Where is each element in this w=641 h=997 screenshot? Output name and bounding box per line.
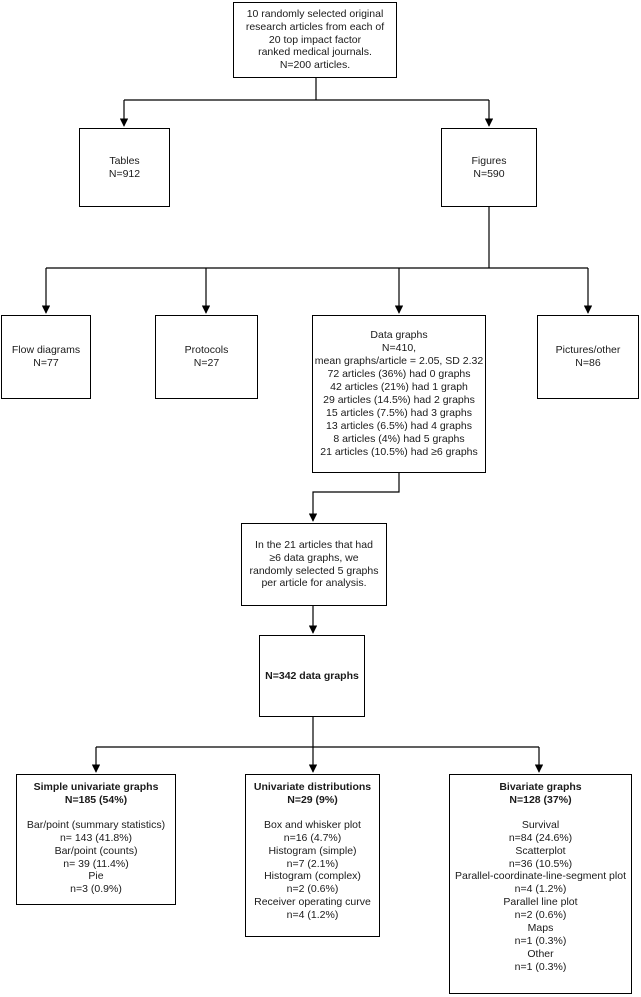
sampling-line-1: In the 21 articles that had <box>255 538 373 551</box>
simple-univariate-item-3: Bar/point (counts) <box>54 844 138 857</box>
univariate-distributions-item-7: Receiver operating curve <box>254 896 371 909</box>
data-graphs-line-7: 15 articles (7.5%) had 3 graphs <box>326 406 472 419</box>
bivariate-graphs-item-7: Parallel line plot <box>503 896 578 909</box>
sampling-line-2: ≥6 data graphs, we <box>269 551 359 564</box>
bivariate-graphs-item-5: Parallel-coordinate-line-segment plot <box>454 870 626 883</box>
flow-diagrams-box: Flow diagrams N=77 <box>1 315 91 399</box>
data-graphs-line-6: 29 articles (14.5%) had 2 graphs <box>323 394 475 406</box>
bivariate-graphs-count: N=128 (37%) <box>509 793 572 806</box>
data-graphs-box: Data graphs N=410, mean graphs/article =… <box>312 315 486 473</box>
bivariate-graphs-item-6: n=4 (1.2%) <box>514 883 567 896</box>
bivariate-graphs-box: Bivariate graphs N=128 (37%) Survival n=… <box>449 774 632 994</box>
sampling-box: In the 21 articles that had ≥6 data grap… <box>241 523 387 606</box>
univariate-distributions-item-6: n=2 (0.6%) <box>286 883 339 896</box>
source-line-1: 10 randomly selected original <box>246 7 384 20</box>
sampling-line-4: per article for analysis. <box>261 577 367 590</box>
univariate-distributions-title: Univariate distributions <box>253 781 372 793</box>
univariate-distributions-box: Univariate distributions N=29 (9%) Box a… <box>245 774 380 937</box>
univariate-distributions-item-3: Histogram (simple) <box>268 844 357 857</box>
data-graphs-line-3: mean graphs/article = 2.05, SD 2.32 <box>314 355 484 368</box>
figures-box: Figures N=590 <box>441 128 537 207</box>
simple-univariate-item-6: n=3 (0.9%) <box>70 883 122 896</box>
source-line-2: research articles from each of <box>245 20 385 33</box>
flow-diagrams-count: N=77 <box>33 357 59 369</box>
source-line-5: N=200 articles. <box>279 59 351 72</box>
data-graphs-line-10: 21 articles (10.5%) had ≥6 graphs <box>320 445 478 458</box>
bivariate-graphs-item-4: n=36 (10.5%) <box>508 857 573 870</box>
tables-label: Tables <box>109 154 140 167</box>
figures-count: N=590 <box>473 167 505 180</box>
bivariate-graphs-item-3: Scatterplot <box>515 844 566 857</box>
source-articles-box: 10 randomly selected original research a… <box>233 2 397 78</box>
pictures-box: Pictures/other N=86 <box>537 315 639 399</box>
bivariate-graphs-title: Bivariate graphs <box>499 781 582 793</box>
simple-univariate-item-1: Bar/point (summary statistics) <box>26 818 166 831</box>
data-graphs-line-1: Data graphs <box>370 329 428 342</box>
protocols-count: N=27 <box>193 357 220 369</box>
univariate-distributions-item-8: n=4 (1.2%) <box>286 909 339 922</box>
data-graphs-line-9: 8 articles (4%) had 5 graphs <box>333 432 465 445</box>
simple-univariate-title: Simple univariate graphs <box>33 781 159 793</box>
flow-diagrams-label: Flow diagrams <box>11 344 81 357</box>
univariate-distributions-item-4: n=7 (2.1%) <box>286 857 339 870</box>
bivariate-graphs-item-1: Survival <box>521 818 560 831</box>
total-graphs-box: N=342 data graphs <box>259 635 365 717</box>
univariate-distributions-count: N=29 (9%) <box>287 793 338 806</box>
pictures-count: N=86 <box>575 357 601 369</box>
source-line-4: ranked medical journals. <box>258 46 372 59</box>
simple-univariate-count: N=185 (54%) <box>64 793 128 806</box>
univariate-distributions-item-5: Histogram (complex) <box>264 870 361 883</box>
data-graphs-line-5: 42 articles (21%) had 1 graph <box>330 381 468 394</box>
univariate-distributions-item-1: Box and whisker plot <box>264 818 361 831</box>
sampling-line-3: randomly selected 5 graphs <box>249 564 379 577</box>
total-graphs-label: N=342 data graphs <box>265 669 359 682</box>
protocols-box: Protocols N=27 <box>155 315 258 399</box>
bivariate-graphs-item-11: Other <box>527 947 554 960</box>
bivariate-graphs-item-2: n=84 (24.6%) <box>508 831 573 844</box>
figures-label: Figures <box>471 154 507 167</box>
tables-count: N=912 <box>108 167 141 180</box>
pictures-label: Pictures/other <box>555 344 621 357</box>
protocols-label: Protocols <box>184 344 229 357</box>
bivariate-graphs-item-9: Maps <box>527 922 554 935</box>
simple-univariate-item-2: n= 143 (41.8%) <box>59 831 133 844</box>
data-graphs-line-8: 13 articles (6.5%) had 4 graphs <box>326 419 472 432</box>
data-graphs-line-2: N=410, <box>381 342 417 355</box>
bivariate-graphs-item-12: n=1 (0.3%) <box>514 960 567 973</box>
simple-univariate-item-5: Pie <box>88 870 104 883</box>
univariate-distributions-item-2: n=16 (4.7%) <box>283 831 342 844</box>
bivariate-graphs-item-8: n=2 (0.6%) <box>514 909 567 922</box>
simple-univariate-item-4: n= 39 (11.4%) <box>63 857 129 870</box>
simple-univariate-box: Simple univariate graphs N=185 (54%) Bar… <box>16 774 176 905</box>
tables-box: Tables N=912 <box>79 128 170 207</box>
data-graphs-line-4: 72 articles (36%) had 0 graphs <box>327 368 471 381</box>
source-line-3: 20 top impact factor <box>268 33 362 46</box>
bivariate-graphs-item-10: n=1 (0.3%) <box>514 934 567 947</box>
connector-data-graphs <box>308 473 400 522</box>
